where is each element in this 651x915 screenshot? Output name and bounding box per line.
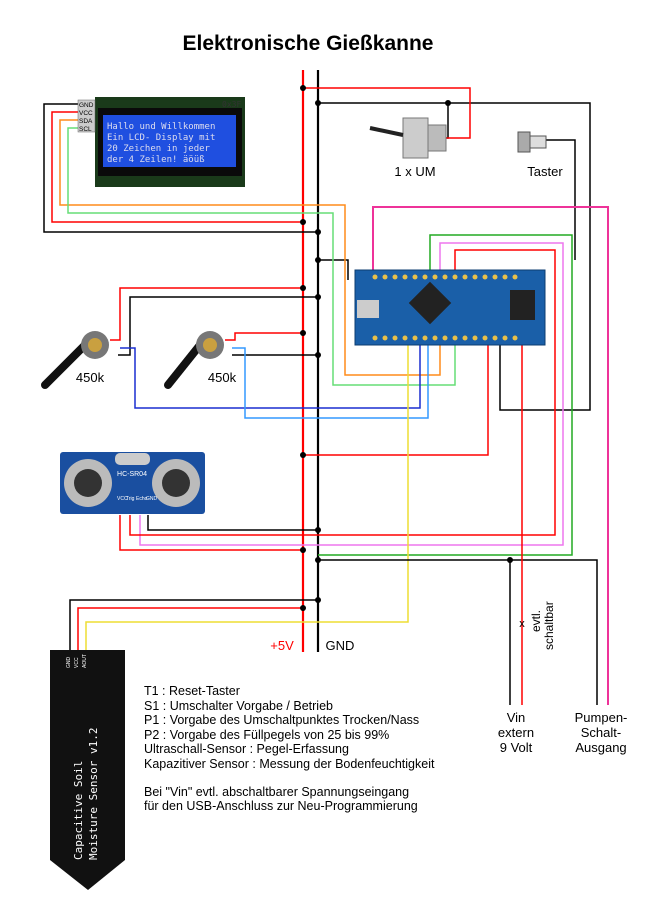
wire (77, 607, 303, 650)
wire (85, 340, 409, 650)
svg-text:GND: GND (79, 102, 94, 109)
arduino-nano (354, 269, 546, 346)
svg-text:Schalt-: Schalt- (581, 725, 621, 740)
wire-lcd-gnd (43, 103, 318, 233)
svg-text:450k: 450k (76, 370, 105, 385)
svg-text:Taster: Taster (527, 164, 563, 179)
rail-5v-label: +5V (270, 638, 294, 653)
wire (69, 599, 318, 650)
svg-text:AOUT: AOUT (82, 654, 88, 668)
wire-green (318, 234, 573, 556)
pump-label: Pumpen- Schalt- Ausgang (575, 710, 628, 755)
svg-text:VCC: VCC (117, 496, 128, 502)
svg-text:SCL: SCL (79, 126, 92, 133)
wire (232, 340, 429, 419)
svg-text:0x3F: 0x3F (222, 100, 241, 109)
toggle-switch: 1 x UM (369, 117, 447, 179)
svg-text:VCC: VCC (74, 657, 80, 668)
svg-text:1 x UM: 1 x UM (394, 164, 435, 179)
wire (303, 87, 471, 139)
svg-text:20 Zeichen in jeder: 20 Zeichen in jeder (107, 144, 211, 154)
svg-text:VCC: VCC (79, 110, 93, 117)
potentiometer-p1: 450k (41, 331, 109, 389)
soil-moisture-sensor: GND VCC AOUT Capacitive Soil Moisture Se… (50, 650, 125, 890)
svg-text:evtl.: evtl. (529, 610, 543, 632)
lcd-display: 0x3F Hallo und Willkommen Ein LCD- Displ… (77, 97, 245, 187)
svg-text:extern: extern (498, 725, 534, 740)
wire (110, 287, 303, 341)
svg-text:9 Volt: 9 Volt (500, 740, 533, 755)
wire (129, 249, 556, 536)
wire (118, 296, 318, 356)
svg-text:450k: 450k (208, 370, 237, 385)
svg-text:GND: GND (66, 657, 72, 669)
wire (318, 259, 349, 280)
svg-text:GND: GND (146, 496, 158, 502)
svg-text:Echo: Echo (136, 496, 148, 502)
svg-text:Ein LCD- Display mit: Ein LCD- Display mit (107, 133, 215, 143)
svg-text:SDA: SDA (79, 118, 93, 125)
svg-text:Moisture Sensor v1.2: Moisture Sensor v1.2 (87, 728, 100, 860)
wire-lcd-sda (59, 119, 441, 376)
wire (303, 340, 489, 456)
svg-text:der 4 Zeilen! äöüß: der 4 Zeilen! äöüß (107, 155, 205, 165)
wire-lcd-scl (67, 127, 456, 386)
potentiometer-p2: 450k (164, 331, 237, 389)
svg-text:schaltbar: schaltbar (542, 601, 556, 650)
ultrasonic-sensor: HC-SR04 VCC Trig Echo GND (60, 452, 205, 514)
wire-lcd-vcc (51, 111, 303, 223)
wires (43, 70, 609, 705)
wire (545, 139, 576, 260)
rail-gnd-label: GND (326, 638, 355, 653)
wire (147, 515, 318, 531)
svg-text:Pumpen-: Pumpen- (575, 710, 628, 725)
wire-vin-gnd (318, 559, 598, 705)
wire-pump (372, 206, 609, 705)
switchable-x: x (519, 618, 525, 630)
svg-text:Hallo und Willkommen: Hallo und Willkommen (107, 122, 215, 132)
wire (318, 102, 591, 411)
wire (225, 332, 303, 341)
wire-violet (139, 242, 564, 546)
svg-text:Ausgang: Ausgang (575, 740, 626, 755)
svg-text:Capacitive Soil: Capacitive Soil (72, 761, 85, 860)
wire (119, 515, 303, 551)
junctions (300, 85, 513, 611)
wire (120, 340, 421, 409)
svg-text:Vin: Vin (507, 710, 526, 725)
push-button: Taster (517, 131, 563, 179)
svg-text:Trig: Trig (126, 496, 135, 502)
vin-label: Vin extern 9 Volt (498, 710, 534, 755)
diagram-title: Elektronische Gießkanne (183, 32, 434, 55)
svg-text:HC-SR04: HC-SR04 (117, 471, 147, 478)
switchable-label: evtl. schaltbar (529, 601, 556, 650)
legend-notes: T1 : Reset-Taster S1 : Umschalter Vorgab… (144, 684, 435, 814)
